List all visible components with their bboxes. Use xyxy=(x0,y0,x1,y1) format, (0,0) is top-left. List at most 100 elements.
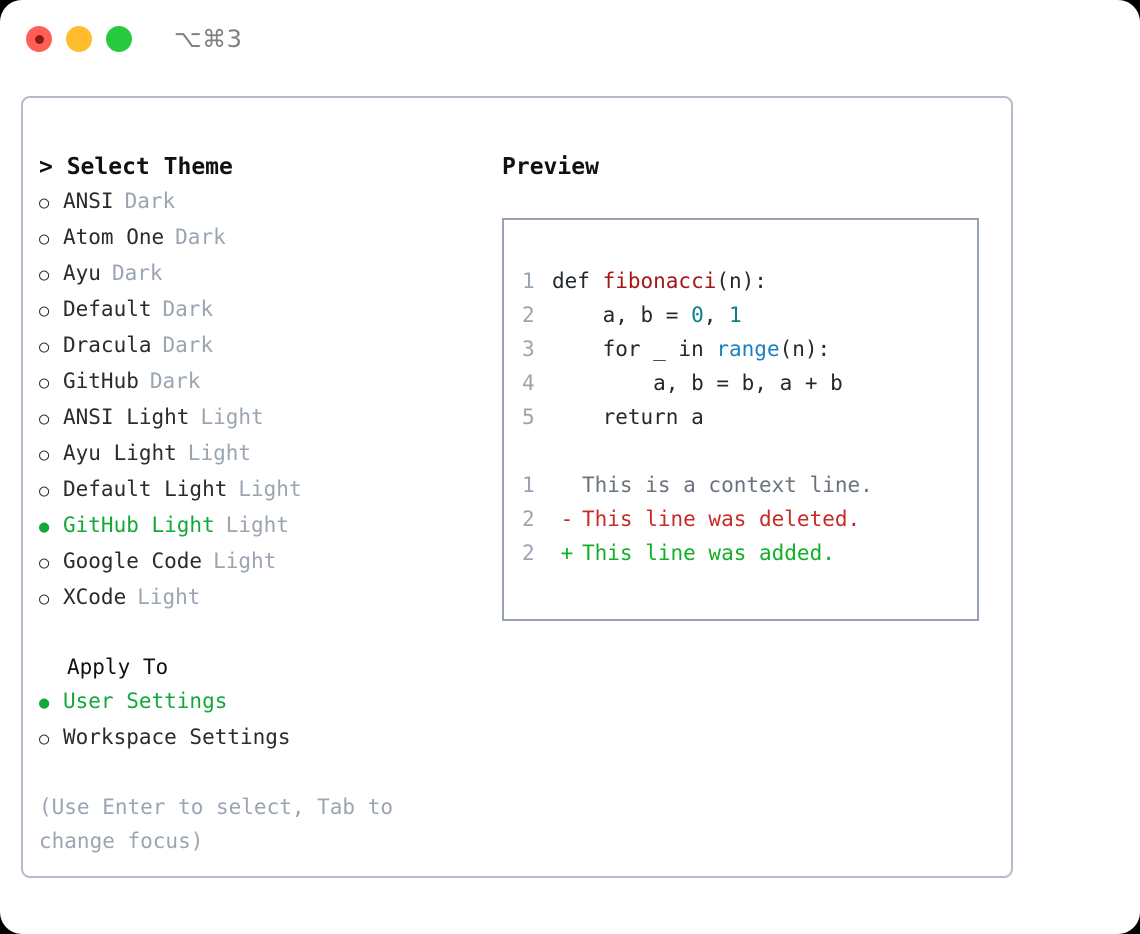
theme-option-label: ANSI Light xyxy=(63,405,190,429)
radio-unselected-icon: ○ xyxy=(39,589,50,609)
diff-line-text: This is a context line. xyxy=(582,473,873,497)
radio-unselected-icon: ○ xyxy=(39,481,50,501)
line-number: 2 xyxy=(522,303,535,327)
radio-unselected-icon: ○ xyxy=(39,193,50,213)
code-line-text: a, b = b, a + b xyxy=(552,366,843,400)
radio-unselected-icon: ○ xyxy=(39,301,50,321)
diff-line-number: 1 xyxy=(522,473,535,497)
code-token-func: fibonacci xyxy=(602,269,717,293)
theme-option-label: Atom One xyxy=(63,225,165,249)
window-controls xyxy=(26,26,132,52)
radio-unselected-icon: ○ xyxy=(39,265,50,285)
theme-option-google-code[interactable]: ○ Google Code Light xyxy=(39,544,479,580)
theme-option-tag: Light xyxy=(213,549,277,573)
radio-selected-icon: ● xyxy=(39,693,50,713)
select-theme-heading: > Select Theme xyxy=(39,154,233,180)
maximize-button[interactable] xyxy=(106,26,132,52)
theme-option-label: Google Code xyxy=(63,549,203,573)
title-bar: ⌥⌘3 xyxy=(0,0,1140,78)
theme-option-label: ANSI xyxy=(63,189,114,213)
code-token-plain: return a xyxy=(552,405,704,429)
diff-line-deleted: 2-This line was deleted. xyxy=(522,502,977,536)
code-token-num: 0 xyxy=(691,303,704,327)
theme-option-label: GitHub Light xyxy=(63,513,215,537)
line-number: 3 xyxy=(522,337,535,361)
theme-option-atom-one[interactable]: ○ Atom One Dark xyxy=(39,220,479,256)
radio-unselected-icon: ○ xyxy=(39,445,50,465)
code-token-num: 1 xyxy=(729,303,742,327)
diff-line-number: 2 xyxy=(522,541,535,565)
code-token-call: range xyxy=(716,337,780,361)
code-line: 3 for _ in range(n): xyxy=(522,332,977,366)
apply-to-heading: Apply To xyxy=(67,655,169,679)
code-line-text: a, b = 0, 1 xyxy=(552,298,742,332)
code-line: 1 def fibonacci(n): xyxy=(522,264,977,298)
code-line: 5 return a xyxy=(522,400,977,434)
diff-sign: - xyxy=(560,507,574,531)
code-line-text: for _ in range(n): xyxy=(552,332,831,366)
theme-option-label: Ayu Light xyxy=(63,441,177,465)
keyboard-shortcut-label: ⌥⌘3 xyxy=(174,25,243,53)
apply-to-option-list: ● User Settings ○Workspace Settings xyxy=(39,684,479,756)
theme-option-tag: Dark xyxy=(124,189,176,213)
radio-unselected-icon: ○ xyxy=(39,337,50,357)
theme-option-label: Ayu xyxy=(63,261,101,285)
theme-option-ansi[interactable]: ○ ANSI Dark xyxy=(39,184,479,220)
keyboard-hint-text: (Use Enter to select, Tab to change focu… xyxy=(39,795,394,853)
radio-unselected-icon: ○ xyxy=(39,553,50,573)
radio-unselected-icon: ○ xyxy=(39,409,50,429)
theme-option-label: Dracula xyxy=(63,333,152,357)
theme-option-tag: Light xyxy=(200,405,264,429)
radio-selected-icon: ● xyxy=(39,517,50,537)
radio-unselected-icon: ○ xyxy=(39,229,50,249)
apply-to-option-label: User Settings xyxy=(63,689,228,713)
apply-to-option-workspace-settings[interactable]: ○Workspace Settings xyxy=(39,720,479,756)
diff-sample: 1 This is a context line.2-This line was… xyxy=(522,468,977,570)
preview-heading: Preview xyxy=(502,154,599,180)
theme-option-label: XCode xyxy=(63,585,127,609)
code-line: 2 a, b = 0, 1 xyxy=(522,298,977,332)
line-number: 5 xyxy=(522,405,535,429)
apply-to-option-user-settings[interactable]: ● User Settings xyxy=(39,684,479,720)
apply-to-section: Apply To ● User Settings ○Workspace Settin… xyxy=(39,650,479,756)
diff-line-context: 1 This is a context line. xyxy=(522,468,977,502)
code-token-plain: a, b = xyxy=(552,303,692,327)
theme-option-label: GitHub xyxy=(63,369,139,393)
code-token-plain: (n): xyxy=(716,269,767,293)
code-token-plain: for _ in xyxy=(552,337,717,361)
code-token-plain: (n): xyxy=(779,337,831,361)
theme-option-ansi-light[interactable]: ○ ANSI Light Light xyxy=(39,400,479,436)
theme-option-xcode[interactable]: ○ XCode Light xyxy=(39,580,479,616)
theme-option-tag: Light xyxy=(137,585,201,609)
theme-option-label: Default xyxy=(63,297,152,321)
diff-line-text: This line was added. xyxy=(582,541,835,565)
theme-option-tag: Dark xyxy=(162,333,214,357)
code-token-plain: a, b = b, a + b xyxy=(552,371,843,395)
line-number: 4 xyxy=(522,371,535,395)
radio-unselected-icon: ○ xyxy=(39,729,50,749)
line-number: 1 xyxy=(522,269,535,293)
close-button[interactable] xyxy=(26,26,52,52)
code-token-plain: def xyxy=(552,269,603,293)
minimize-button[interactable] xyxy=(66,26,92,52)
theme-option-tag: Dark xyxy=(175,225,226,249)
diff-sign xyxy=(552,468,582,502)
theme-option-dracula[interactable]: ○ Dracula Dark xyxy=(39,328,479,364)
radio-unselected-icon: ○ xyxy=(39,373,50,393)
theme-option-label: Default Light xyxy=(63,477,228,501)
diff-line-added: 2+This line was added. xyxy=(522,536,977,570)
code-token-plain: , xyxy=(703,303,730,327)
